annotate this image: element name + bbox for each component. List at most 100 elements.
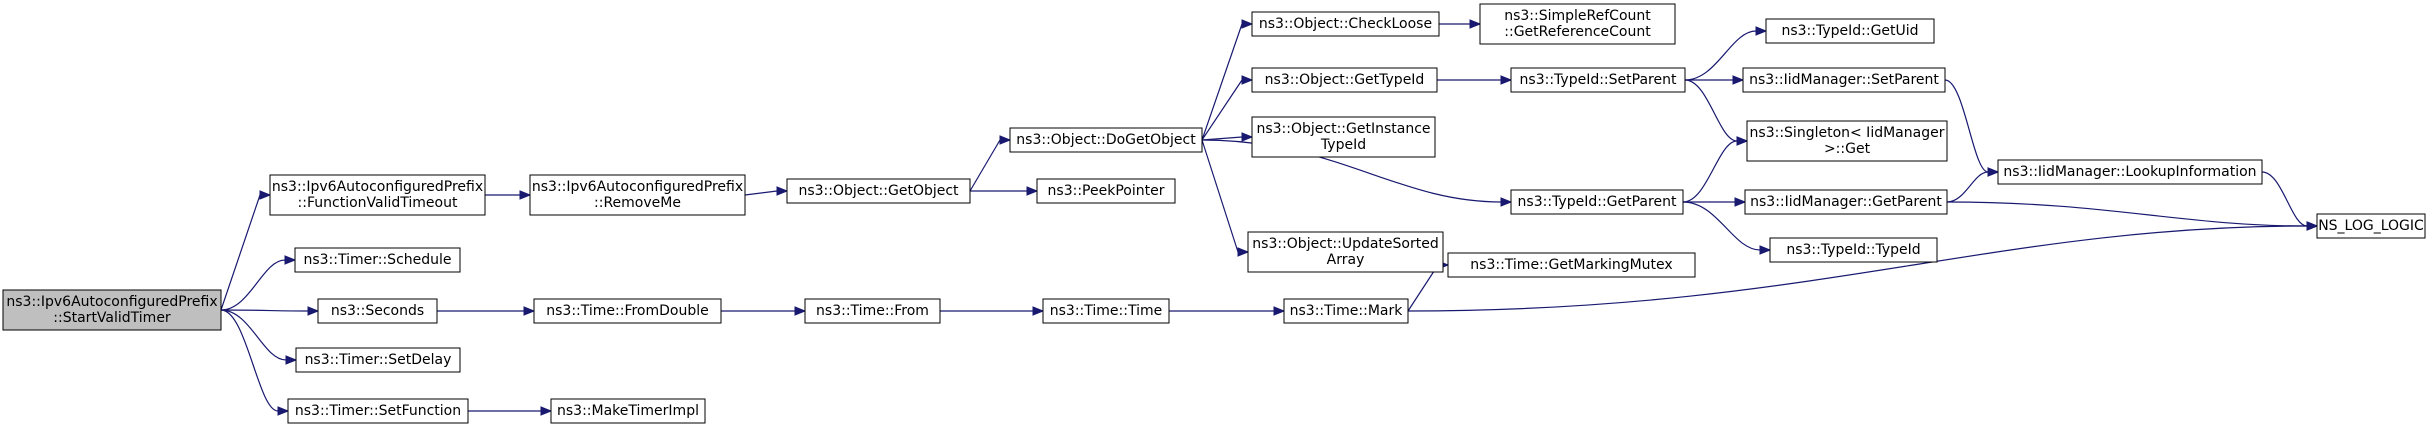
edge-line [1407, 264, 1439, 312]
node-fvt[interactable]: ns3::Ipv6AutoconfiguredPrefix::FunctionV… [269, 174, 486, 216]
node-box [1247, 231, 1444, 273]
edge-start-to-setfunction [220, 309, 290, 416]
node-checkloose[interactable]: ns3::Object::CheckLoose [1251, 11, 1440, 37]
edge-setfunction-to-maketimerimpl [467, 406, 553, 416]
node-label: ns3::Seconds [331, 303, 424, 319]
node-label: ns3::Time::FromDouble [546, 303, 709, 319]
node-setdelay[interactable]: ns3::Timer::SetDelay [295, 347, 461, 373]
node-box [1283, 298, 1409, 324]
node-label: NS_LOG_LOGIC [2318, 218, 2424, 234]
node-dogetobject[interactable]: ns3::Object::DoGetObject [1009, 127, 1203, 153]
edge-line [220, 194, 261, 311]
node-seconds[interactable]: ns3::Seconds [317, 298, 438, 324]
node-start[interactable]: ns3::Ipv6AutoconfiguredPrefix::StartVali… [2, 289, 222, 331]
node-label: ns3::Ipv6AutoconfiguredPrefix [272, 179, 483, 195]
edge-arrowhead [1732, 75, 1745, 85]
node-label: ns3::Timer::Schedule [303, 252, 451, 268]
node-timetime[interactable]: ns3::Time::Time [1042, 298, 1170, 324]
edge-checkloose-to-getrefcount [1439, 19, 1482, 29]
edge-getobject-to-dogetobject [969, 135, 1012, 192]
edge-removeme-to-getobject [744, 186, 789, 196]
edge-tidgetparent-to-singletonget [1682, 136, 1749, 203]
node-label: ns3::Object::CheckLoose [1259, 16, 1432, 32]
edge-fvt-to-removeme [485, 190, 532, 200]
node-label: ns3::Time::Mark [1290, 303, 1404, 319]
node-box [1447, 252, 1696, 278]
edge-tidsetparent-to-iidsetparent [1684, 75, 1745, 85]
edge-arrowhead [1032, 306, 1045, 316]
node-fromdouble[interactable]: ns3::Time::FromDouble [533, 298, 722, 324]
edge-line [1684, 30, 1757, 81]
node-box [1042, 298, 1170, 324]
nodes-layer: ns3::Ipv6AutoconfiguredPrefix::StartVali… [2, 3, 2426, 424]
node-lookupinfo[interactable]: ns3::IidManager::LookupInformation [1997, 159, 2263, 185]
node-box [1769, 237, 1938, 263]
edge-line [1201, 139, 1502, 203]
node-tidsetparent[interactable]: ns3::TypeId::SetParent [1510, 67, 1686, 93]
edge-tidsetparent-to-singletonget [1684, 79, 1749, 146]
edge-arrowhead [285, 355, 298, 365]
node-label: ns3::SimpleRefCount [1504, 8, 1651, 24]
node-peekpointer[interactable]: ns3::PeekPointer [1036, 178, 1176, 204]
node-singletonget[interactable]: ns3::Singleton< IidManager >::Get [1746, 120, 1948, 162]
node-timefrom[interactable]: ns3::Time::From [804, 298, 941, 324]
node-mark[interactable]: ns3::Time::Mark [1283, 298, 1409, 324]
node-tidgetparent[interactable]: ns3::TypeId::GetParent [1510, 189, 1684, 215]
edge-arrowhead [1987, 167, 2000, 177]
edge-dogetobject-to-checkloose [1201, 19, 1254, 141]
edge-arrowhead [999, 135, 1012, 145]
node-removeme[interactable]: ns3::Ipv6AutoconfiguredPrefix::RemoveMe [529, 174, 746, 216]
node-nslog[interactable]: NS_LOG_LOGIC [2316, 213, 2426, 239]
edge-arrowhead [1237, 247, 1250, 257]
node-label: ns3::Object::GetInstance [1256, 121, 1430, 137]
node-getrefcount[interactable]: ns3::SimpleRefCount::GetReferenceCount [1479, 3, 1676, 45]
edges-layer [220, 19, 2319, 416]
edge-arrowhead [794, 306, 807, 316]
node-label: ns3::TypeId::GetParent [1518, 194, 1677, 210]
node-schedule[interactable]: ns3::Timer::Schedule [294, 247, 461, 273]
edge-tidsetparent-to-getuid [1684, 26, 1768, 81]
node-label: ns3::IidManager::GetParent [1750, 194, 1942, 210]
edge-start-to-fvt [220, 190, 272, 311]
edge-arrowhead [1734, 197, 1747, 207]
node-label: >::Get [1824, 141, 1871, 157]
node-box [1479, 3, 1676, 45]
node-getobject[interactable]: ns3::Object::GetObject [786, 178, 971, 204]
edge-arrowhead [523, 306, 536, 316]
node-box [1765, 18, 1935, 44]
node-objgettypeid[interactable]: ns3::Object::GetTypeId [1251, 67, 1438, 93]
edge-iidgetparent-to-lookupinfo [1946, 167, 2000, 203]
node-label: ns3::Object::GetObject [798, 183, 959, 199]
node-iidgetparent[interactable]: ns3::IidManager::GetParent [1744, 189, 1948, 215]
node-label: ns3::Timer::SetFunction [295, 403, 461, 419]
node-label: ns3::Object::GetTypeId [1265, 72, 1425, 88]
node-setfunction[interactable]: ns3::Timer::SetFunction [287, 398, 469, 424]
node-label: Array [1327, 252, 1365, 268]
node-iidsetparent[interactable]: ns3::IidManager::SetParent [1742, 67, 1946, 93]
edge-arrowhead [1241, 19, 1254, 29]
edge-line [1201, 79, 1243, 141]
node-maketimerimpl[interactable]: ns3::MakeTimerImpl [550, 398, 706, 424]
edge-seconds-to-fromdouble [437, 306, 536, 316]
node-label: ns3::PeekPointer [1048, 183, 1165, 199]
node-box [533, 298, 722, 324]
node-tidtypeid[interactable]: ns3::TypeId::TypeId [1769, 237, 1938, 263]
edge-arrowhead [2306, 221, 2319, 231]
edge-mark-to-nslog [1407, 221, 2319, 312]
edge-arrowhead [307, 306, 320, 316]
node-box [786, 178, 971, 204]
node-label: ::RemoveMe [594, 195, 681, 211]
node-getmarkingmutex[interactable]: ns3::Time::GetMarkingMutex [1447, 252, 1696, 278]
edge-arrowhead [1500, 75, 1513, 85]
edge-line [1201, 139, 1239, 253]
node-getuid[interactable]: ns3::TypeId::GetUid [1765, 18, 1935, 44]
edge-arrowhead [1026, 186, 1039, 196]
edge-tidgetparent-to-tidtypeid [1682, 201, 1772, 255]
edge-dogetobject-to-updatesorted [1201, 139, 1250, 257]
edge-line [744, 190, 778, 196]
edge-line [220, 309, 279, 412]
edge-line [220, 309, 309, 312]
